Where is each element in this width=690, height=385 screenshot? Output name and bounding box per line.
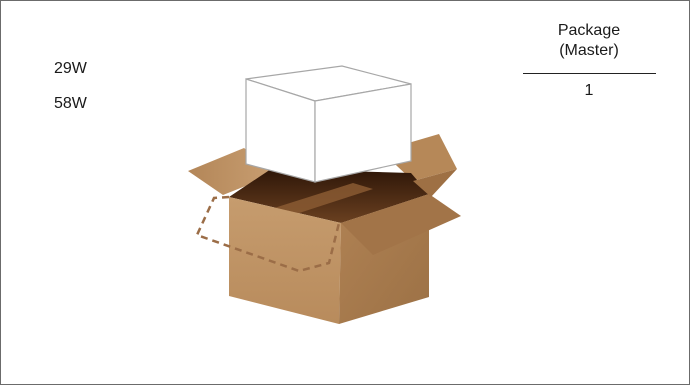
inner-box-side <box>315 84 411 182</box>
